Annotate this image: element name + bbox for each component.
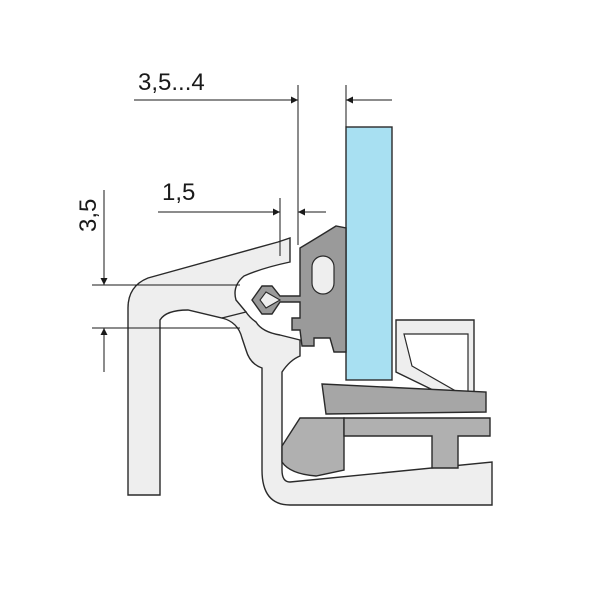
glazing-wedge [321,383,487,415]
aluminium-profile [127,237,291,496]
dim-seal-lip-label: 1,5 [162,179,195,206]
profile-lower-body [221,311,493,506]
seal-clip-inner [259,291,282,309]
glass-pane [345,126,393,381]
profile-insert [281,417,345,477]
seal-hollow-chamber [311,255,335,295]
insert-bar [343,417,491,469]
dim-glass-gap-label: 3,5...4 [138,69,205,96]
dim-vertical-label: 3,5 [75,199,102,232]
